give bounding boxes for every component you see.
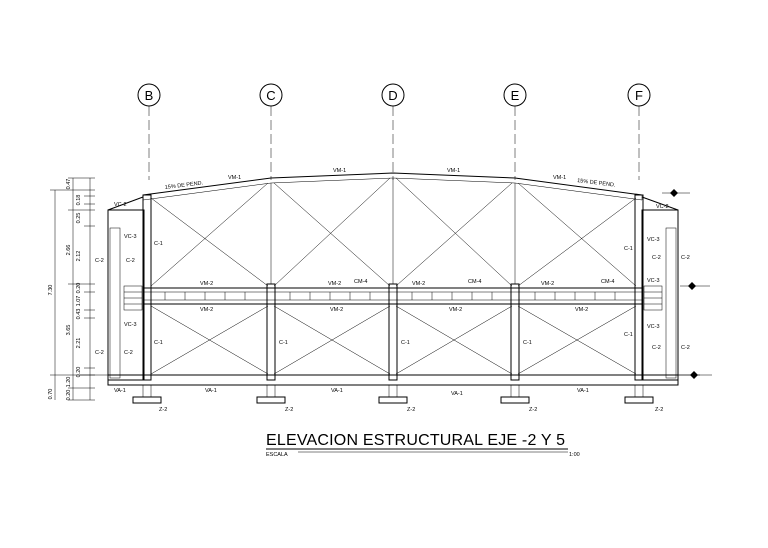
vm1-label-2: VM-1	[333, 168, 346, 174]
dim-overall: 7.30	[48, 285, 54, 296]
z2-label-2: Z-2	[285, 407, 293, 413]
vc3-label-right-3: VC-3	[647, 324, 660, 330]
z2-label-5: Z-2	[655, 407, 663, 413]
vm2-lower-3: VM-2	[449, 307, 462, 313]
dim-070: 0.70	[48, 389, 54, 400]
vm2-lower-1: VM-2	[200, 307, 213, 313]
c2-label-left-2: C-2	[126, 258, 135, 264]
axis-c-label: C	[266, 88, 275, 103]
footing-f	[624, 384, 654, 404]
c1-label-4: C-1	[401, 340, 410, 346]
vc3-label-right-1: VC-3	[647, 237, 660, 243]
z2-label-1: Z-2	[159, 407, 167, 413]
dim-020b: 0.20	[76, 367, 82, 378]
c2-label-left-3: C-2	[95, 350, 104, 356]
axis-b-label: B	[145, 88, 154, 103]
vm1-label-3: VM-1	[447, 168, 460, 174]
axis-b: B	[137, 83, 161, 180]
vm1-label-1: VM-1	[228, 175, 241, 181]
va1-label-1: VA-1	[114, 388, 126, 394]
roof: 15% DE PEND. 15% DE PEND. VM-1 VM-1 VM-1…	[142, 168, 643, 201]
vm2-upper-2: VM-2	[328, 281, 341, 287]
slope-label-left: 15% DE PEND.	[165, 180, 204, 191]
footing-e	[500, 384, 530, 404]
cm4-label-2: CM-4	[468, 279, 481, 285]
axis-e: E	[503, 83, 527, 180]
c1-label-1: C-1	[154, 241, 163, 247]
c2-label-left-1: C-2	[95, 258, 104, 264]
c2-label-right-3: C-2	[652, 345, 661, 351]
level-markers	[662, 189, 712, 379]
dim-266: 2.66	[66, 245, 72, 256]
vc3-label-left-1: VC-3	[124, 234, 137, 240]
left-masonry-wall: VC-2 VC-3 C-2 C-2 VC-3 C-2 C-2	[95, 196, 145, 381]
drawing-title: ELEVACION ESTRUCTURAL EJE -2 Y 5	[266, 432, 565, 449]
truss-verticals	[164, 292, 616, 300]
axis-grid: B C D E F	[137, 83, 651, 180]
level-marker-mid	[680, 282, 710, 290]
level-marker-base	[678, 371, 712, 379]
axis-c: C	[259, 83, 283, 180]
scale-label: ESCALA	[266, 452, 288, 458]
foundation: VA-1 VA-1 VA-1 VA-1 VA-1 Z-2 Z-2 Z-2 Z-2…	[80, 374, 700, 413]
dimension-chain: 7.30 0.47 0.18 0.25 2.66 2.12 0.20 1.07 …	[48, 177, 95, 401]
dim-043: 0.43	[76, 309, 82, 320]
vm2-lower-4: VM-2	[575, 307, 588, 313]
dim-107: 1.07	[76, 296, 82, 307]
cm4-label-1: CM-4	[354, 279, 367, 285]
axis-d: D	[381, 83, 405, 180]
c1-label-3: C-1	[279, 340, 288, 346]
c1-label-2: C-1	[154, 340, 163, 346]
vm2-lower-2: VM-2	[330, 307, 343, 313]
dim-018: 0.18	[76, 195, 82, 206]
c1-label-5: C-1	[523, 340, 532, 346]
va1-label-2: VA-1	[205, 388, 217, 394]
va1-label-3: VA-1	[331, 388, 343, 394]
vm1-label-4: VM-1	[553, 175, 566, 181]
dim-212: 2.12	[76, 251, 82, 262]
c2-label-left-4: C-2	[124, 350, 133, 356]
right-masonry-wall: VC-2 VC-3 C-2 C-2 VC-3 VC-3 C-2 C-2	[641, 196, 690, 381]
axis-f-label: F	[635, 88, 643, 103]
c2-label-right-2: C-2	[681, 255, 690, 261]
dim-020a: 0.20	[76, 283, 82, 294]
z2-label-3: Z-2	[407, 407, 415, 413]
axis-d-label: D	[388, 88, 397, 103]
vm2-upper-4: VM-2	[541, 281, 554, 287]
vm2-upper-3: VM-2	[412, 281, 425, 287]
c2-label-right-4: C-2	[681, 345, 690, 351]
footing-d	[378, 384, 408, 404]
vc3-label-left-2: VC-3	[124, 322, 137, 328]
footing-c	[256, 384, 286, 404]
dim-047: 0.47	[66, 179, 72, 190]
axis-f: F	[627, 83, 651, 180]
level-marker-top	[662, 189, 690, 197]
slope-label-right: 15% DE PEND.	[577, 178, 616, 189]
footing-b	[132, 384, 162, 404]
c1-label-7: C-1	[624, 332, 633, 338]
dim-025: 0.25	[76, 213, 82, 224]
vc3-label-right-2: VC-3	[647, 278, 660, 284]
vc2-label-right: VC-2	[656, 204, 669, 210]
va1-label-5: VA-1	[577, 388, 589, 394]
title-block: ELEVACION ESTRUCTURAL EJE -2 Y 5 ESCALA …	[266, 432, 580, 458]
bracing	[150, 177, 637, 375]
axis-e-label: E	[511, 88, 520, 103]
dim-020c: 0.20	[66, 390, 72, 401]
dim-221: 2.21	[76, 338, 82, 349]
c1-label-6: C-1	[624, 246, 633, 252]
vc2-label-left: VC-2	[114, 202, 127, 208]
scale-value: 1:00	[569, 452, 580, 458]
z2-label-4: Z-2	[529, 407, 537, 413]
c2-label-right-1: C-2	[652, 255, 661, 261]
dim-365: 3.65	[66, 325, 72, 336]
cm4-label-3: CM-4	[601, 279, 614, 285]
va1-label-4: VA-1	[451, 391, 463, 397]
columns: C-1 C-1 C-1 C-1 C-1 C-1 C-1	[142, 178, 644, 381]
dim-120: 1.20	[66, 377, 72, 388]
vm2-upper-1: VM-2	[200, 281, 213, 287]
